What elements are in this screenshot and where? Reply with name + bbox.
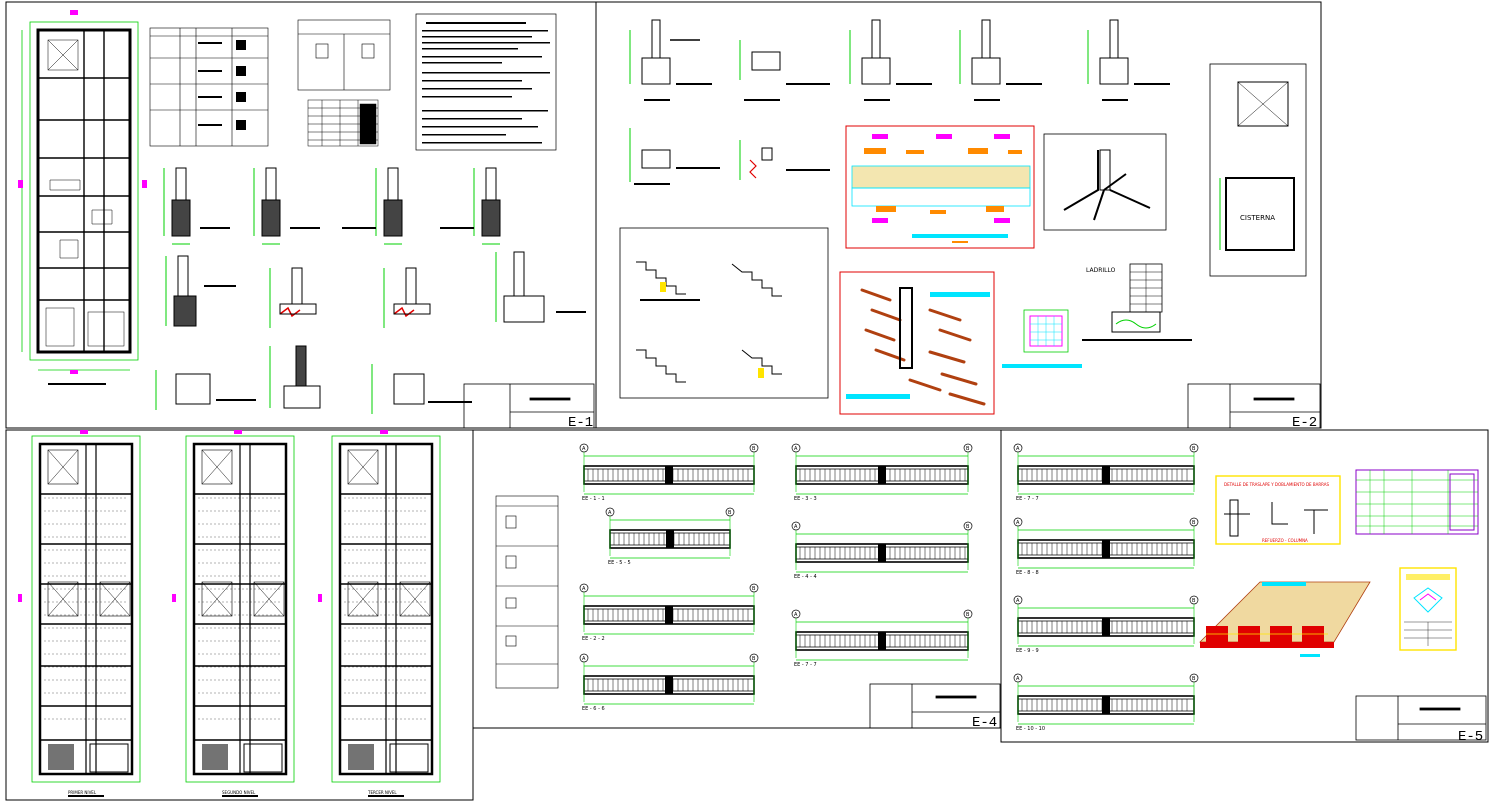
plan-title: PRIMER NIVEL: [68, 790, 97, 795]
masonry-wall-section: LADRILLO: [1082, 263, 1192, 341]
beam-elevation: A B EE - 7 - 7: [1013, 443, 1199, 502]
beam-elevation: A B EE - 10 - 10: [1013, 673, 1199, 732]
sheet-e5-frame: [1000, 429, 1489, 743]
grid-marker-label: A: [1016, 598, 1020, 604]
grid-marker-label: A: [582, 446, 586, 452]
rebar-table-purple: [1355, 469, 1479, 535]
grid-marker-label: B: [752, 586, 756, 592]
footing-details-row2: [165, 251, 586, 328]
beam-elevation: A B EE - 1 - 1: [579, 443, 759, 502]
grid-marker-label: A: [794, 524, 798, 530]
slab-plan-1: PRIMER NIVEL: [18, 430, 141, 797]
beam-elevation: A B EE - 8 - 8: [1013, 517, 1199, 576]
cisterna-detail: CISTERNA: [1209, 63, 1307, 277]
title-block-e4: [869, 683, 1001, 729]
stair-details-box: [619, 227, 829, 399]
sheet-e2: LADRILLO CISTERNA E-2: [619, 19, 1321, 431]
footing-details-row1: [163, 167, 501, 245]
beam-elevation: A B EE - 5 - 5: [605, 507, 735, 566]
title-block-e2: [1187, 383, 1321, 429]
plan-title: TERCER NIVEL: [367, 790, 397, 795]
grid-marker-label: A: [1016, 676, 1020, 682]
title-block-e1: [463, 383, 595, 429]
footing-details-row3: [155, 345, 472, 414]
beam-section-label: EE - 1 - 1: [582, 496, 605, 502]
beam-elevation: A B EE - 2 - 2: [579, 583, 759, 642]
general-notes-box: [415, 13, 557, 151]
plan-title: SEGUNDO NIVEL: [222, 790, 256, 795]
beam-section-label: EE - 7 - 7: [794, 662, 817, 668]
sheet-label-e1: E-1: [568, 415, 593, 431]
rebar-schedule-table: [307, 99, 379, 147]
sheet-e3: PRIMER NIVEL SEGUNDO NIVEL TERCER NIVEL: [18, 430, 441, 797]
slab-plan-3: TERCER NIVEL: [318, 430, 441, 797]
beam-elevations-e4: A B EE - 1 - 1 A B EE - 2 - 2 A B EE - 3 - 3 A B EE…: [579, 443, 973, 712]
beam-section-label: EE - 3 - 3: [794, 496, 817, 502]
sheet-e4: A B EE - 1 - 1 A B EE - 2 - 2 A B EE - 3 - 3 A B EE…: [495, 443, 1001, 731]
grid-marker-label: B: [1192, 520, 1196, 526]
slab-mesh-detail: [1002, 309, 1082, 368]
grid-marker-label: B: [1192, 446, 1196, 452]
grid-marker-label: B: [1192, 676, 1196, 682]
cisterna-label: CISTERNA: [1240, 214, 1275, 222]
grid-marker-label: A: [608, 510, 612, 516]
grid-marker-label: B: [966, 524, 970, 530]
beam-section-label: EE - 4 - 4: [794, 574, 817, 580]
grid-marker-label: B: [752, 656, 756, 662]
splice-detail-title: DETALLE DE TRASLAPE Y DOBLAMIENTO DE BAR…: [1224, 482, 1329, 487]
title-block-e5: [1355, 695, 1487, 741]
sheet-e1: E-1: [18, 10, 595, 431]
beam-section-label: EE - 9 - 9: [1016, 648, 1039, 654]
sheet-e4-frame: [472, 429, 1002, 729]
grid-marker-label: A: [794, 446, 798, 452]
sheet-e5: A B EE - 7 - 7 A B EE - 8 - 8 A B EE - 9 - 9 A B EE…: [1013, 443, 1487, 745]
beam-section-label: EE - 7 - 7: [1016, 496, 1039, 502]
beam-section-label: EE - 8 - 8: [1016, 570, 1039, 576]
grid-marker-label: A: [582, 586, 586, 592]
slab-plan-2: SEGUNDO NIVEL: [172, 430, 295, 797]
bar-splice-detail: DETALLE DE TRASLAPE Y DOBLAMIENTO DE BAR…: [1215, 475, 1341, 545]
sheet-label-e5: E-5: [1458, 729, 1483, 745]
sheet-label-e2: E-2: [1292, 415, 1317, 431]
e4-legend-box: [495, 495, 559, 689]
slab-3d-detail: [1199, 581, 1371, 657]
beam-elevation: A B EE - 9 - 9: [1013, 595, 1199, 654]
ladrillo-label: LADRILLO: [1086, 267, 1116, 274]
grid-marker-label: B: [728, 510, 732, 516]
grid-marker-label: B: [966, 446, 970, 452]
brick-wall-detail: [839, 271, 995, 415]
column-schedule-table: [149, 27, 269, 147]
beam-elevation: A B EE - 6 - 6: [579, 653, 759, 712]
sheet-label-e4: E-4: [972, 715, 997, 731]
stirrup-detail-box: [297, 19, 391, 91]
beam-section-label: EE - 5 - 5: [608, 560, 631, 566]
beam-elevation: A B EE - 4 - 4: [791, 521, 973, 580]
sheet-e2-frame: [595, 1, 1322, 429]
grid-marker-label: A: [794, 612, 798, 618]
sheet-borders: [5, 1, 1489, 801]
beam-elevation: A B EE - 3 - 3: [791, 443, 973, 502]
column-footing-details: [629, 19, 1170, 185]
grid-marker-label: A: [1016, 520, 1020, 526]
grid-marker-label: B: [966, 612, 970, 618]
stirrup-hook-detail: [1399, 567, 1457, 651]
slab-beam-detail-red: [845, 125, 1035, 249]
grid-marker-label: B: [752, 446, 756, 452]
splice-detail-caption: REFUERZO - COLUMNA: [1262, 538, 1308, 543]
beam-section-label: EE - 2 - 2: [582, 636, 605, 642]
grid-marker-label: A: [1016, 446, 1020, 452]
beam-section-label: EE - 10 - 10: [1016, 726, 1045, 732]
beam-elevations-e5: A B EE - 7 - 7 A B EE - 8 - 8 A B EE - 9 - 9 A B EE…: [1013, 443, 1199, 732]
beam-elevation: A B EE - 7 - 7: [791, 609, 973, 668]
column-beam-joint-detail: [1043, 133, 1167, 231]
foundation-plan: [18, 10, 147, 385]
grid-marker-label: B: [1192, 598, 1196, 604]
beam-section-label: EE - 6 - 6: [582, 706, 605, 712]
grid-marker-label: A: [582, 656, 586, 662]
